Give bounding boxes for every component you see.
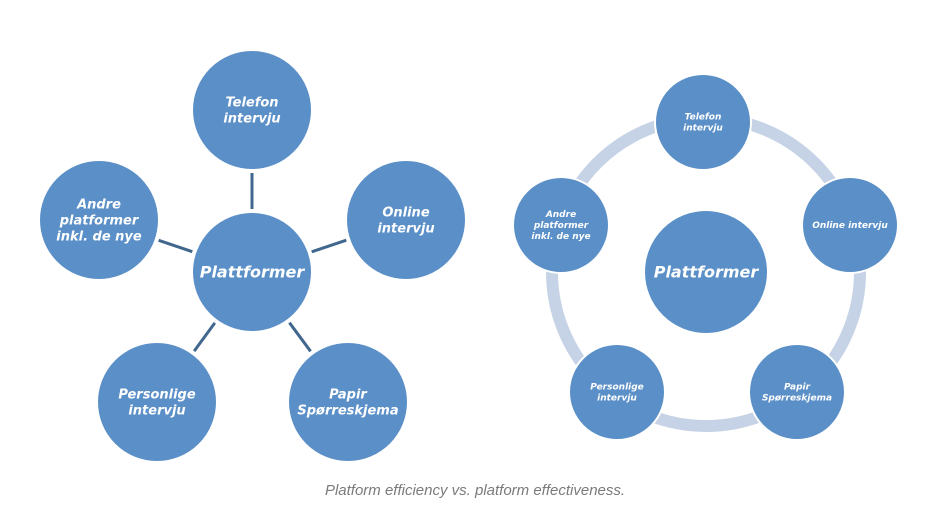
platform-node bbox=[801, 176, 899, 274]
platform-node bbox=[568, 343, 666, 441]
center-node bbox=[191, 211, 313, 333]
center-node bbox=[643, 209, 769, 335]
platform-node bbox=[345, 159, 467, 281]
spoke-connector bbox=[311, 238, 347, 254]
platform-node bbox=[38, 159, 160, 281]
spoke-connector bbox=[288, 321, 312, 353]
center-node-label: Plattformer bbox=[200, 263, 306, 282]
platform-node bbox=[654, 73, 752, 171]
center-node-label: Plattformer bbox=[654, 263, 760, 282]
platform-node bbox=[191, 49, 313, 171]
platform-node bbox=[287, 341, 409, 463]
platform-node-label: Online intervju bbox=[812, 221, 888, 231]
figure-caption: Platform efficiency vs. platform effecti… bbox=[324, 482, 626, 499]
platform-node bbox=[512, 176, 610, 274]
spoke-connector bbox=[192, 321, 217, 353]
platform-node bbox=[748, 343, 846, 441]
spoke-connector bbox=[158, 238, 193, 254]
platform-node bbox=[96, 341, 218, 463]
